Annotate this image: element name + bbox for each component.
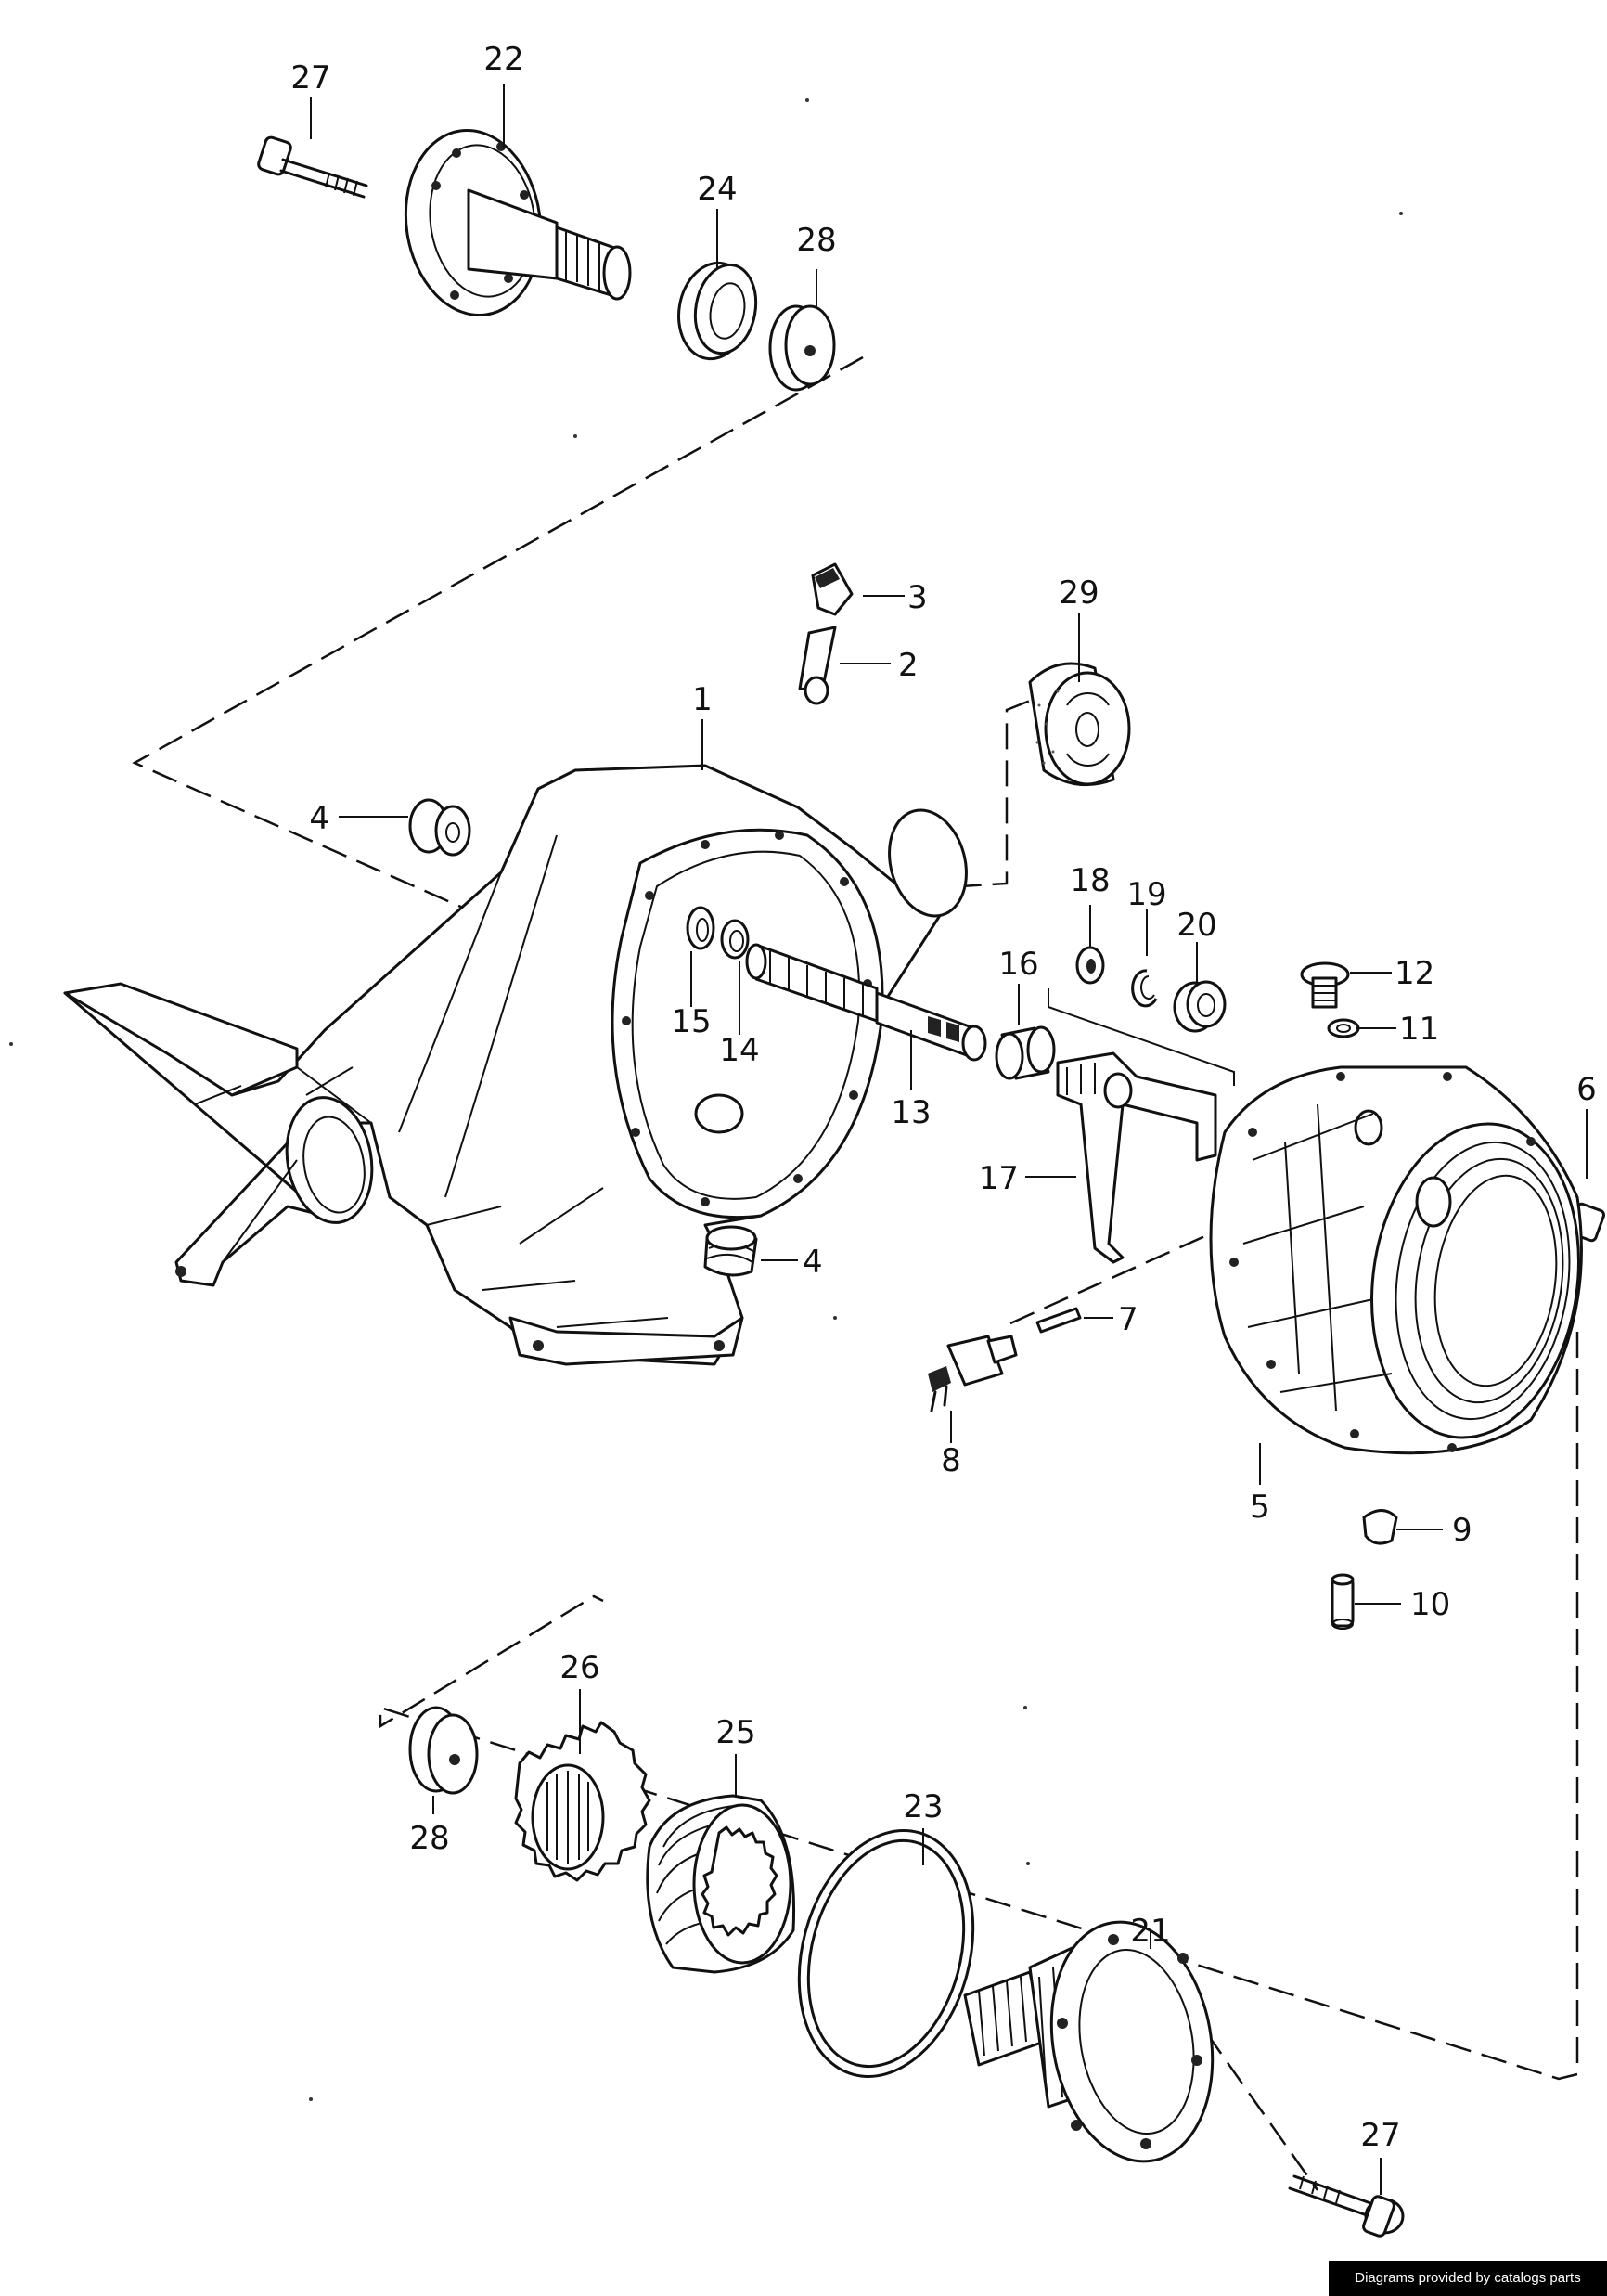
label-7: 7	[1118, 1301, 1138, 1338]
part-27-bolt-top	[257, 135, 368, 199]
label-9: 9	[1452, 1512, 1472, 1549]
part-13-shift-shaft	[745, 943, 987, 1062]
label-25: 25	[715, 1714, 755, 1751]
part-11-seal-ring	[1327, 1018, 1360, 1038]
label-18: 18	[1070, 862, 1110, 899]
part-9-plug	[1362, 1509, 1398, 1545]
part-20-bushing	[1173, 980, 1227, 1033]
part-10-pin	[1331, 1573, 1355, 1630]
label-3: 3	[907, 579, 928, 616]
part-19-circlip	[1131, 969, 1158, 1008]
part-22-drive-flange	[404, 128, 632, 317]
part-25-hub	[646, 1794, 796, 1974]
part-labels: 27 22 24 28 3 2 29 1 4 4 15 14 13 16 18 …	[290, 41, 1596, 2154]
label-16: 16	[998, 946, 1038, 983]
part-4-bushing-upper	[408, 798, 471, 857]
label-27-top: 27	[290, 59, 330, 97]
label-21: 21	[1130, 1913, 1170, 1950]
part-5-drive-cover	[1209, 1065, 1583, 1455]
part-15-circlip	[686, 906, 715, 950]
label-27-lower: 27	[1360, 2117, 1400, 2154]
label-24: 24	[697, 171, 737, 208]
scan-specks	[9, 98, 1403, 2101]
label-17: 17	[979, 1160, 1019, 1197]
label-8: 8	[941, 1442, 961, 1479]
label-15: 15	[671, 1003, 711, 1040]
label-23: 23	[903, 1788, 943, 1825]
attribution-footer: Diagrams provided by catalogs parts	[1329, 2261, 1607, 2296]
part-24-seal	[677, 261, 758, 361]
part-4-bushing-lower	[703, 1225, 758, 1277]
part-7-pin	[1035, 1307, 1082, 1334]
label-14: 14	[719, 1032, 759, 1069]
label-26: 26	[559, 1649, 599, 1686]
label-13: 13	[891, 1094, 931, 1131]
part-2-pin	[798, 626, 837, 705]
part-14-washer	[720, 919, 750, 960]
part-17-shift-fork	[1056, 1051, 1217, 1264]
label-6: 6	[1576, 1071, 1597, 1108]
part-21-output-flange	[963, 1920, 1215, 2163]
part-27-bolt-lower	[1288, 2174, 1405, 2238]
part-28-bushing-lower	[408, 1706, 479, 1795]
label-1: 1	[692, 681, 713, 718]
label-10: 10	[1410, 1586, 1450, 1623]
label-28-top: 28	[796, 222, 836, 259]
part-16-sleeve	[995, 1025, 1056, 1080]
part-12-plug	[1300, 961, 1350, 1009]
bracket-18-20	[1048, 988, 1235, 1086]
label-22: 22	[483, 41, 523, 78]
leader-lines	[310, 84, 1588, 2195]
label-28-lower: 28	[409, 1820, 449, 1857]
part-1-main-housing	[63, 764, 968, 1366]
part-28-bushing-top	[768, 304, 836, 392]
label-5: 5	[1250, 1489, 1270, 1526]
part-29-rubber-mount	[1028, 662, 1131, 787]
label-20: 20	[1176, 907, 1216, 944]
label-29: 29	[1059, 574, 1099, 612]
label-11: 11	[1399, 1011, 1439, 1048]
label-4-lower: 4	[803, 1244, 823, 1281]
label-19: 19	[1126, 876, 1166, 913]
part-8-sensor	[928, 1335, 1018, 1412]
part-3-cap	[811, 562, 854, 616]
part-23-ring	[797, 1829, 975, 2078]
part-18-washer	[1075, 946, 1105, 985]
label-12: 12	[1395, 955, 1434, 992]
label-2: 2	[898, 647, 919, 684]
part-26-gear	[514, 1721, 651, 1882]
label-4-upper: 4	[309, 800, 329, 837]
